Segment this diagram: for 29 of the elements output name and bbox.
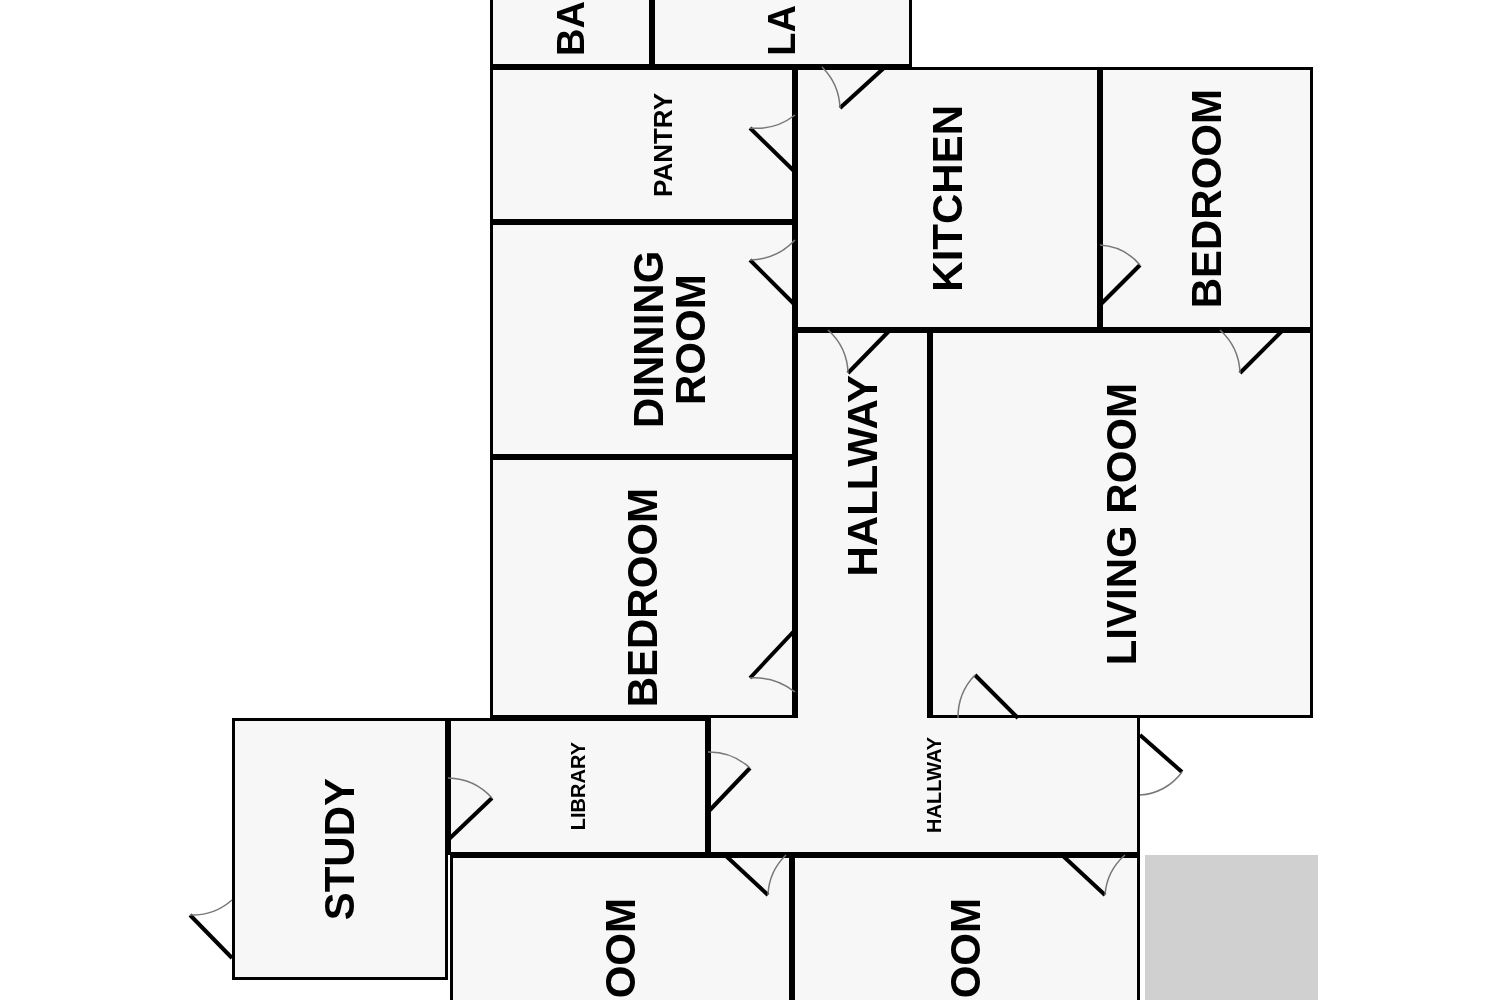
room-label: LIBRARY	[568, 742, 588, 831]
room	[652, 0, 912, 67]
room	[930, 330, 1313, 718]
room	[795, 67, 1100, 330]
room-label: KITCHEN	[926, 105, 969, 292]
shaded-area	[1145, 855, 1318, 1000]
room	[795, 330, 930, 718]
room-label: BEDROOM	[1185, 88, 1228, 309]
room	[792, 855, 1140, 1000]
room-label: OOM	[945, 898, 987, 999]
room	[450, 855, 792, 1000]
room	[708, 718, 1140, 855]
room-label: LA	[763, 5, 801, 56]
room	[490, 457, 795, 718]
room-label: STUDY	[319, 777, 361, 921]
room-label: HALLWAY	[924, 737, 944, 833]
room-label: HALLWAY	[841, 374, 884, 577]
room	[1100, 67, 1313, 330]
room	[232, 718, 448, 980]
room-label: BA	[552, 1, 590, 56]
room	[490, 222, 795, 457]
room-label: BEDROOM	[621, 487, 664, 708]
room-label: DINNING ROOM	[628, 249, 716, 431]
room-label: LIVING ROOM	[1100, 382, 1143, 666]
room	[448, 718, 708, 855]
room	[490, 67, 795, 222]
room-label: OOM	[600, 898, 642, 999]
room	[490, 0, 652, 67]
room-label: PANTRY	[649, 92, 676, 197]
